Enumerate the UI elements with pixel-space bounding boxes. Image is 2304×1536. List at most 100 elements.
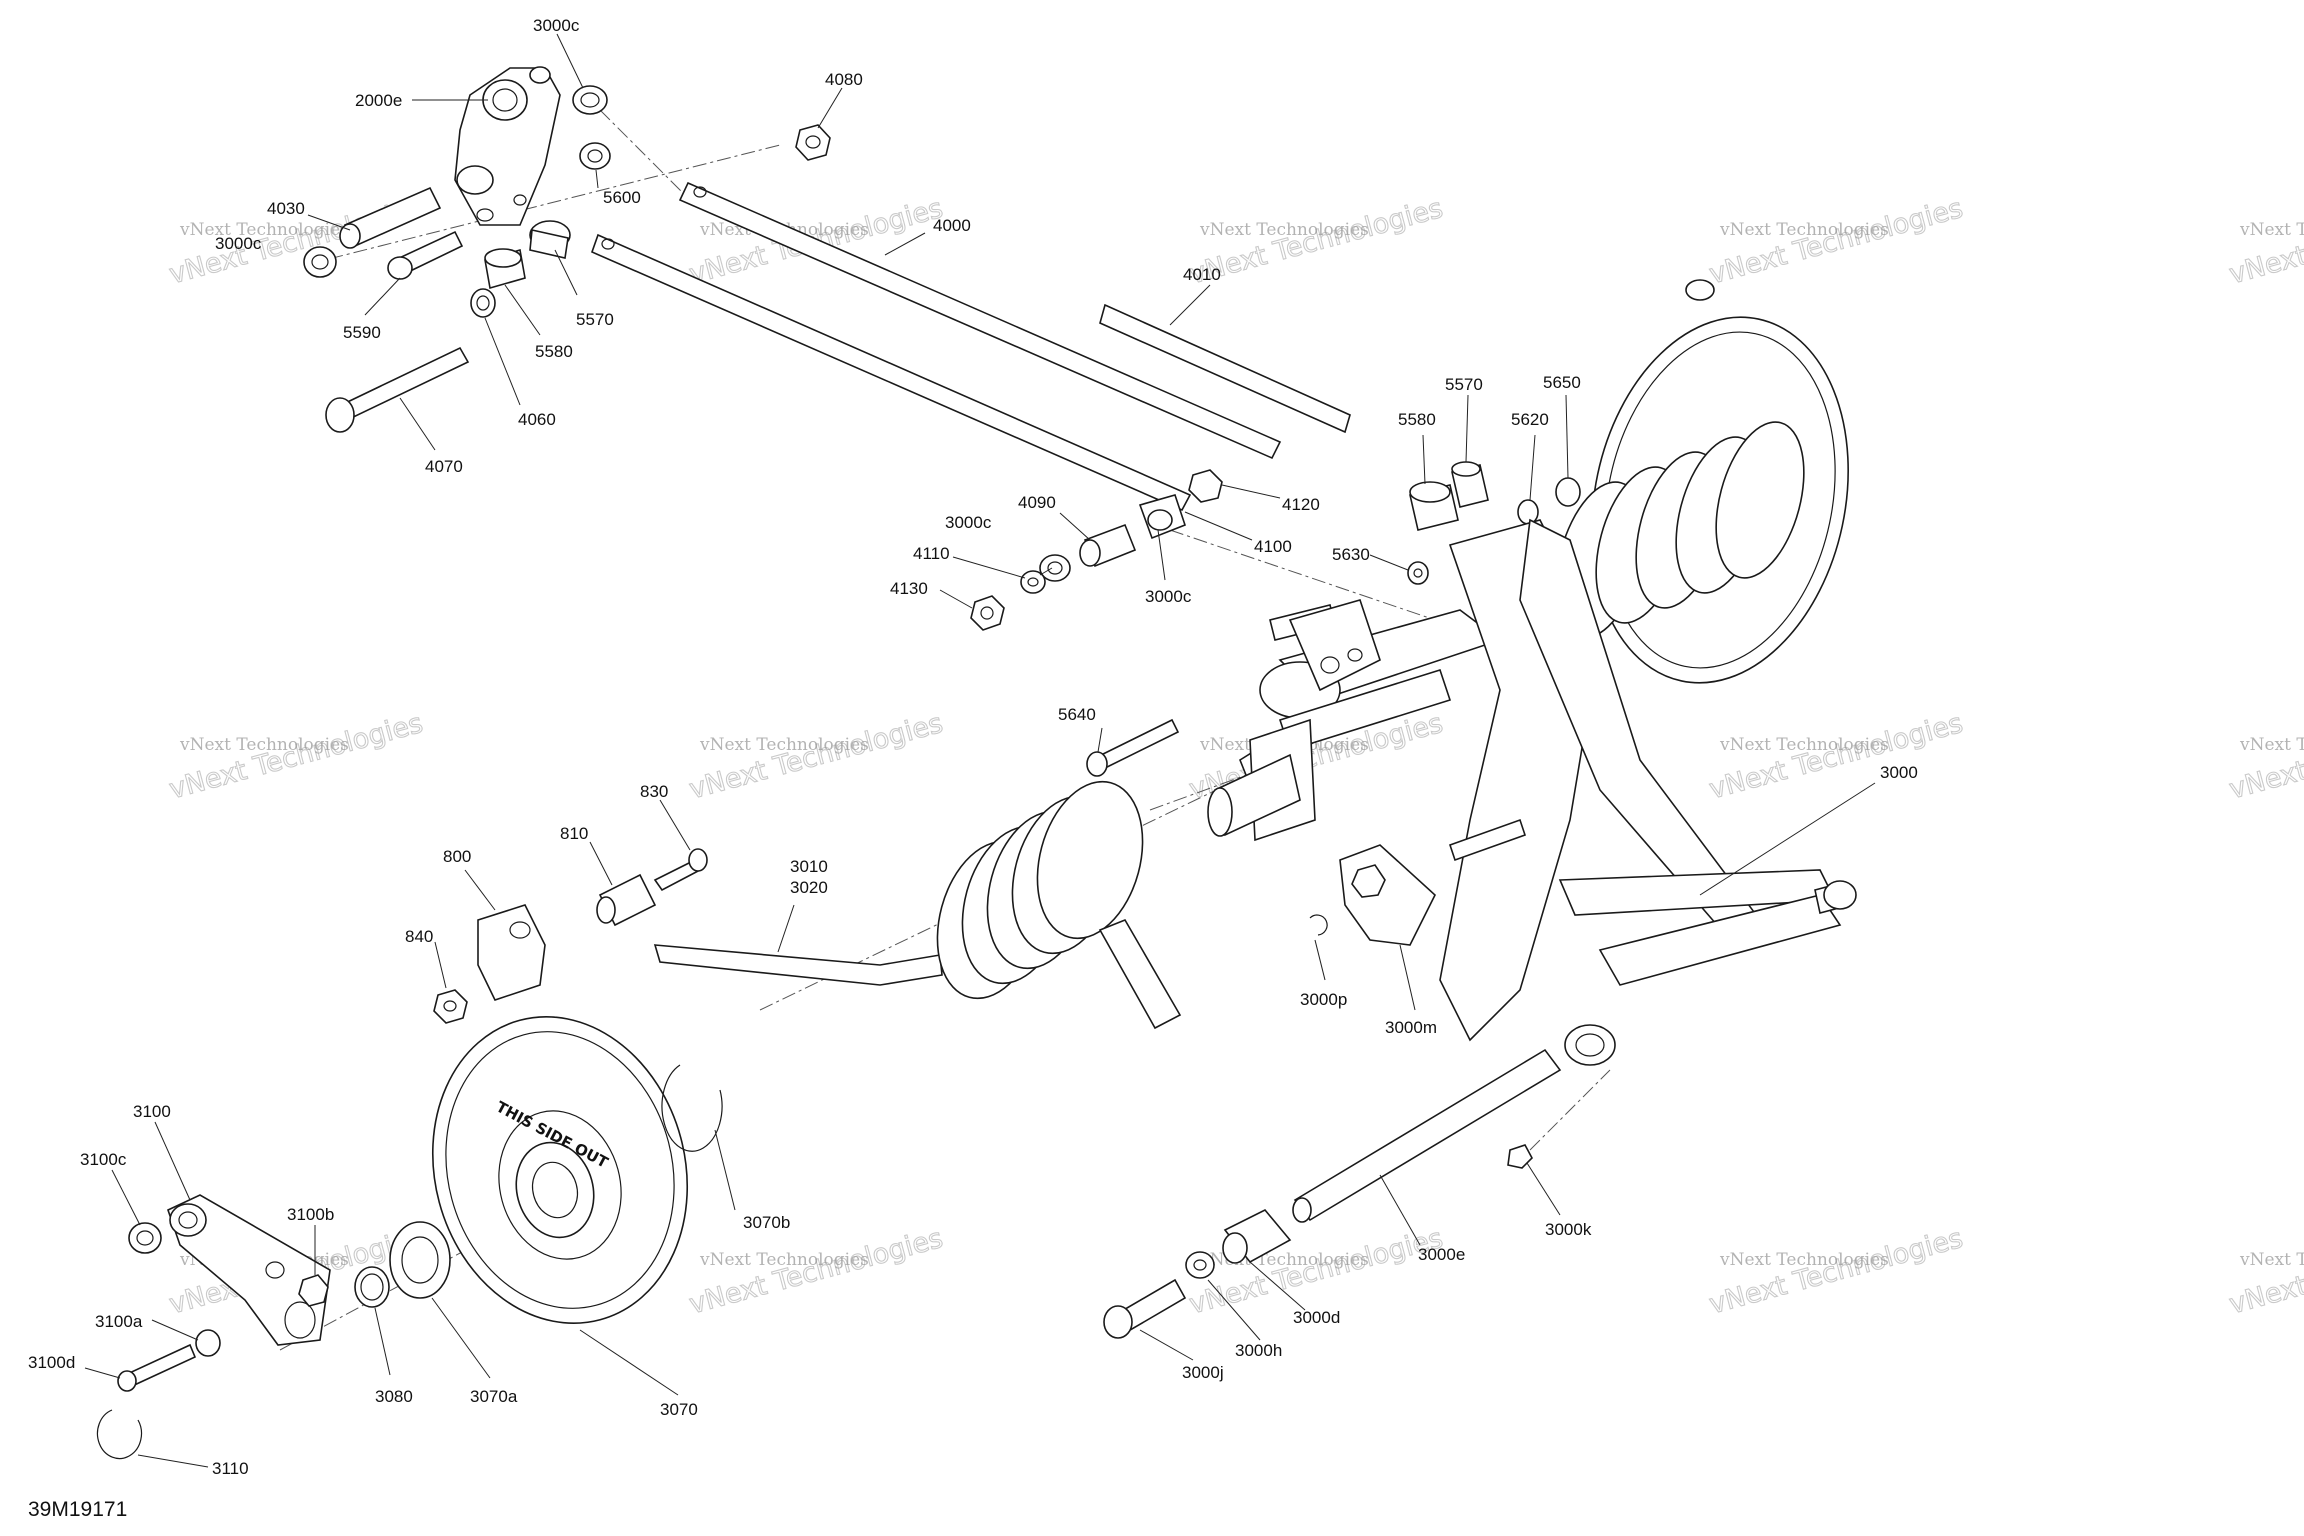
callout-5650: 5650 [1543,373,1581,392]
svg-text:vNext Technologies: vNext Technologies [166,708,426,805]
watermark: vNext Technologies vNext Technologies [1186,192,1447,291]
washer-3100a [195,1329,221,1357]
bearing-3070a [389,1221,451,1299]
callout-4090: 4090 [1018,493,1056,512]
callout-5590: 5590 [343,323,381,342]
callout-3100c: 3100c [80,1150,127,1169]
callout-3000c: 3000c [945,513,992,532]
watermark: vNext Technologies vNext Technologies [2226,192,2304,291]
circlip-3070b [661,1064,723,1152]
svg-text:vNext Technologies: vNext Technologies [686,1223,946,1320]
spacer-810 [596,873,657,927]
svg-text:vNext Technologies: vNext Technologies [1706,708,1966,805]
callout-4100: 4100 [1254,537,1292,556]
axis-line [1529,1069,1611,1151]
svg-text:vNext Technologies: vNext Technologies [1186,1223,1446,1320]
callout-4010: 4010 [1183,265,1221,284]
spacer-5580-left [484,248,526,290]
hub-splined-shaft [1207,753,1301,837]
callout-830: 830 [640,782,668,801]
svg-text:vNext Technologies: vNext Technologies [686,708,946,805]
spacer-5570-left [529,220,571,259]
svg-text:vNext Technologies: vNext Technologies [1199,220,1369,240]
callout-810: 810 [560,824,588,843]
washer-5650 [1555,477,1581,507]
bolt-4070 [325,346,470,433]
callout-labels: 3000c 2000e 4080 4030 3000c 5600 4000 55… [28,16,1918,1478]
callout-4060: 4060 [518,410,556,429]
upper-bracket-2000e [454,66,561,226]
callout-5630: 5630 [1332,545,1370,564]
block-800 [477,904,546,1001]
callout-3000c: 3000c [1145,587,1192,606]
callout-5580: 5580 [1398,410,1436,429]
callout-4130: 4130 [890,579,928,598]
callout-3070a: 3070a [470,1387,518,1406]
nut-840 [433,989,468,1024]
axis-line [1149,769,1261,811]
svg-text:vNext Technologies: vNext Technologies [1719,1250,1889,1270]
callout-3070: 3070 [660,1400,698,1419]
callout-2000e: 2000e [355,91,402,110]
callout-4080: 4080 [825,70,863,89]
washer-4110 [1020,570,1046,594]
washer-3000c-left [303,246,337,278]
bolt-5640 [1086,718,1180,777]
svg-text:vNext Technologies: vNext Technologies [2226,708,2304,805]
nut-5600 [579,142,611,170]
callout-5570: 5570 [576,310,614,329]
washer-5630 [1407,561,1429,585]
callout-5640: 5640 [1058,705,1096,724]
clip-3000p [1309,914,1328,936]
nut-4080 [795,124,831,161]
callout-4030: 4030 [267,199,305,218]
callout-3000j: 3000j [1182,1363,1224,1382]
cover-3000m [1339,844,1436,946]
sleeve-4090 [1079,523,1137,568]
callout-3000e: 3000e [1418,1245,1465,1264]
svg-text:vNext Technologies: vNext Technologies [179,735,349,755]
callout-3000k: 3000k [1545,1220,1592,1239]
callout-3000: 3000 [1880,763,1918,782]
bolt-830 [653,848,708,892]
torsion-spring-3010 [653,780,1182,1030]
svg-text:vNext Technologies: vNext Technologies [1719,220,1889,240]
callout-3000c: 3000c [215,234,262,253]
washer-5620 [1517,499,1539,525]
svg-text:vNext Technologies: vNext Technologies [1706,1223,1966,1320]
callout-3010: 3010 [790,857,828,876]
callout-5600: 5600 [603,188,641,207]
svg-text:vNext Technologies: vNext Technologies [1719,735,1889,755]
idler-wheel-3070: THIS SIDE OUT [431,1016,689,1324]
svg-text:vNext Technologies: vNext Technologies [2226,193,2304,290]
bolt-5590 [387,256,413,280]
hinge-4100 [1138,494,1186,540]
watermark: vNext Technologies vNext Technologies [686,707,947,806]
svg-text:vNext Technologies: vNext Technologies [2239,735,2304,755]
bushing-3000c-top [572,85,608,115]
spacer-5570-right [1451,461,1489,508]
washer-3000h [1185,1251,1215,1279]
callout-4000: 4000 [933,216,971,235]
arm-3100 [167,1194,331,1346]
shaft-3000e [1292,1048,1562,1223]
watermark: vNext Technologies vNext Technologies [686,1222,947,1321]
circlip-3110 [96,1409,143,1460]
watermark: vNext Technologies vNext Technologies [166,707,427,806]
watermark: vNext Technologies vNext Technologies [1706,707,1967,806]
ring-3080 [354,1266,390,1308]
callout-4120: 4120 [1282,495,1320,514]
nut-3100b [298,1274,329,1307]
link-bar-4000 [590,181,1282,512]
nut-4130 [970,595,1005,631]
spacer-5580-right [1409,481,1459,531]
callout-5570: 5570 [1445,375,1483,394]
callout-800: 800 [443,847,471,866]
svg-text:vNext Technologies: vNext Technologies [1706,193,1966,290]
callout-3020: 3020 [790,878,828,897]
callout-3070b: 3070b [743,1213,790,1232]
leader-lines [84,33,1876,1468]
callout-3000d: 3000d [1293,1308,1340,1327]
svg-text:vNext Technologies: vNext Technologies [699,735,869,755]
